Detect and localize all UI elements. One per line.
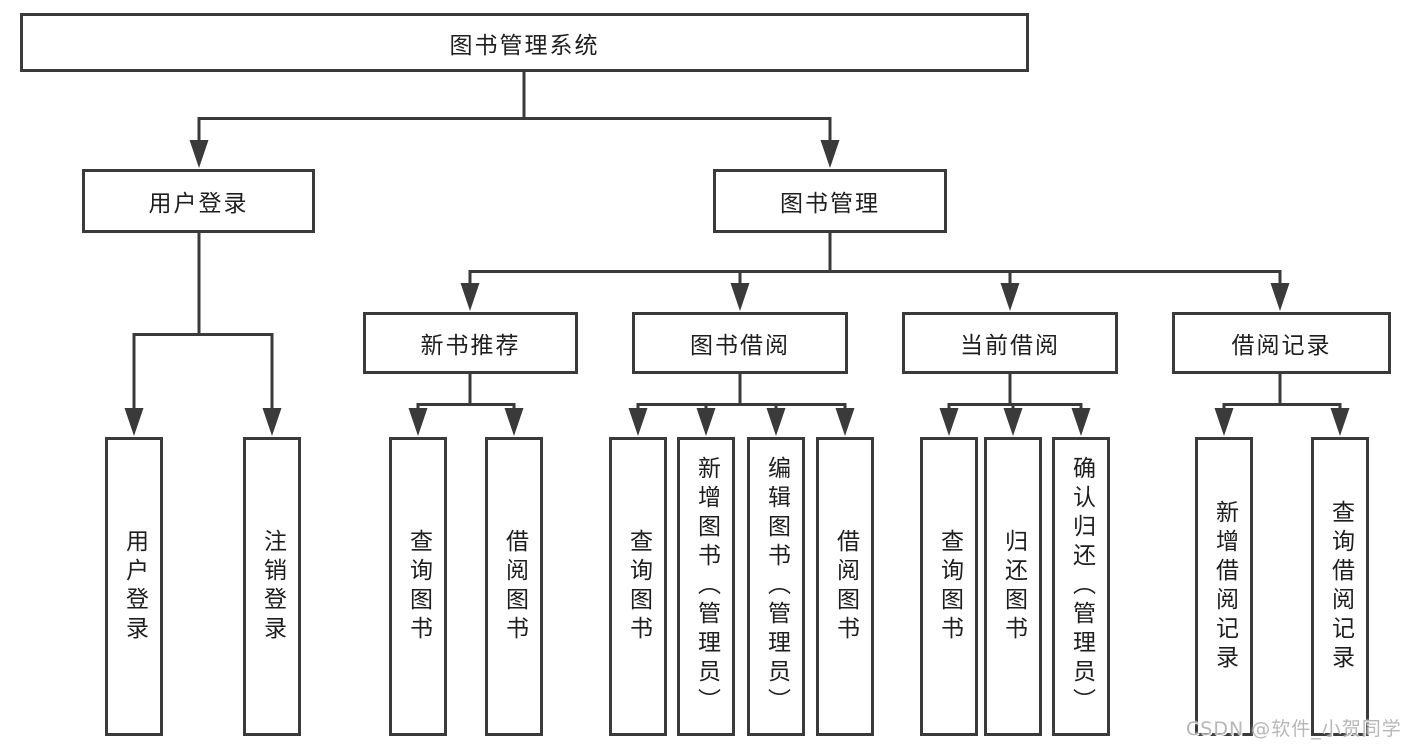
leaf-return-book: 归还图书: [984, 437, 1042, 736]
node-book-management: 图书管理: [713, 169, 947, 233]
leaf-borrow-books-recommendation: 借阅图书: [485, 437, 543, 736]
leaf-query-borrow-record: 查询借阅记录: [1311, 437, 1369, 736]
leaf-add-book-admin: 新增图书（管理员）: [677, 437, 735, 736]
node-user-login: 用户登录: [82, 169, 315, 233]
node-library-management-system: 图书管理系统: [20, 13, 1029, 72]
node-book-borrowing: 图书借阅: [632, 312, 848, 374]
leaf-logout: 注销登录: [243, 437, 301, 736]
leaf-user-login: 用户登录: [105, 437, 163, 736]
leaf-add-borrow-record: 新增借阅记录: [1195, 437, 1253, 736]
node-borrowing-records: 借阅记录: [1172, 312, 1391, 374]
csdn-watermark: CSDN @软件_小贺同学: [1186, 718, 1402, 740]
leaf-query-books-recommendation: 查询图书: [389, 437, 447, 736]
leaf-borrow-books: 借阅图书: [816, 437, 874, 736]
leaf-edit-book-admin: 编辑图书（管理员）: [747, 437, 805, 736]
leaf-query-books-current: 查询图书: [920, 437, 978, 736]
leaf-query-books-borrowing: 查询图书: [609, 437, 667, 736]
node-new-book-recommendation: 新书推荐: [363, 312, 578, 374]
node-current-borrowing: 当前借阅: [902, 312, 1118, 374]
leaf-confirm-return-admin: 确认归还（管理员）: [1052, 437, 1110, 736]
